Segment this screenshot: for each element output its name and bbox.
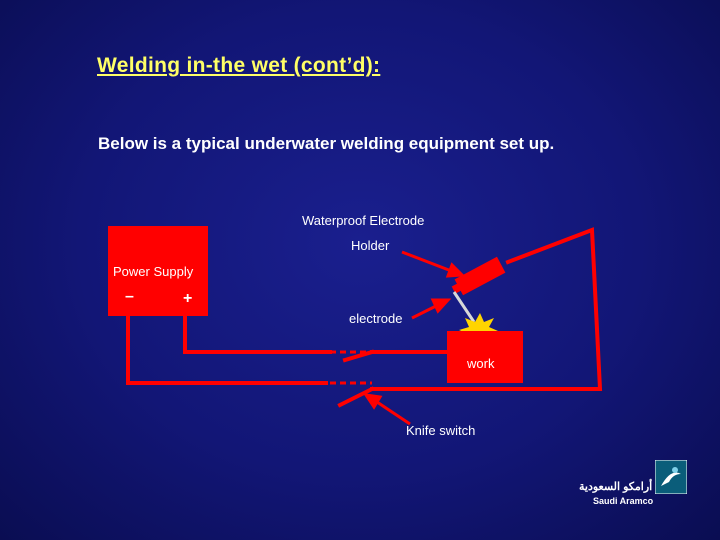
work-piece-box: work xyxy=(447,331,523,383)
wire-positive xyxy=(183,296,332,354)
power-supply-label: Power Supply xyxy=(113,264,194,279)
electrode-pointer-arrowhead xyxy=(430,298,452,314)
slide-subtitle: Below is a typical underwater welding eq… xyxy=(98,134,555,153)
logo-english-text: Saudi Aramco xyxy=(593,496,654,506)
aramco-emblem-icon xyxy=(655,460,687,494)
holder-pointer-arrowhead xyxy=(445,262,466,278)
electrode-rod xyxy=(452,291,476,323)
holder-pointer-line xyxy=(401,250,455,274)
electrode-label: electrode xyxy=(349,311,403,326)
knife-switch-blade xyxy=(337,386,375,408)
work-label: work xyxy=(467,356,495,371)
electrode-holder-label-line2: Holder xyxy=(351,238,390,253)
power-supply-box: Power Supply – + xyxy=(108,226,208,316)
negative-terminal-label: – xyxy=(125,288,134,305)
slide-title: Welding in-the wet (cont’d): xyxy=(97,54,381,77)
knife-switch-blade-upper xyxy=(342,349,375,363)
switch-pointer-line xyxy=(373,398,411,426)
electrode-holder-label-line1: Waterproof Electrode xyxy=(302,213,425,228)
positive-terminal-label: + xyxy=(183,290,193,307)
saudi-aramco-logo: أرامكو السعودية Saudi Aramco xyxy=(575,460,690,510)
electrode-holder xyxy=(451,256,506,296)
switch-pointer-arrowhead xyxy=(362,393,383,410)
wire-return xyxy=(370,227,603,391)
logo-arabic-text: أرامكو السعودية xyxy=(579,481,653,493)
wire-negative xyxy=(126,296,328,385)
knife-switch-label: Knife switch xyxy=(406,423,476,438)
